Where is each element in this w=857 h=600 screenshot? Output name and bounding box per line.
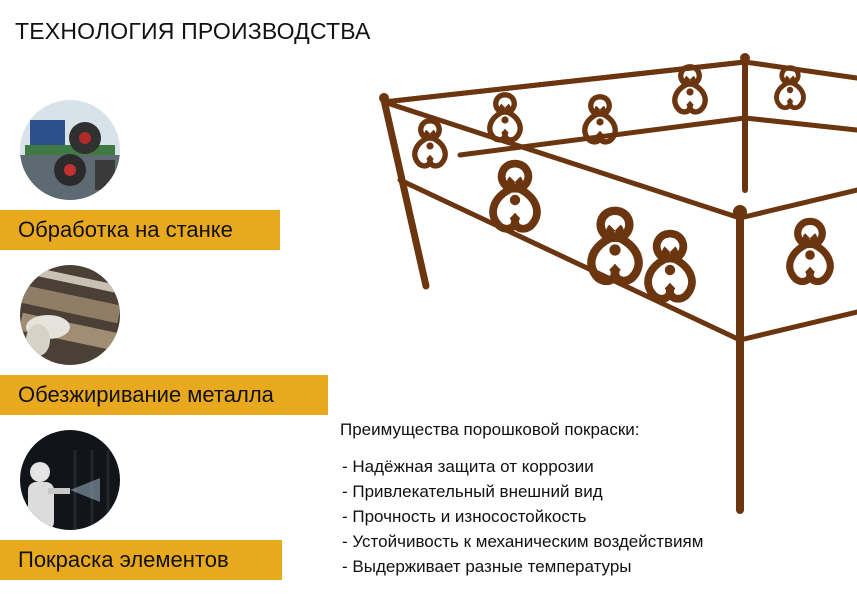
- benefit-item: - Привлекательный внешний вид: [342, 482, 603, 501]
- benefit-item: - Выдерживает разные температуры: [342, 557, 632, 576]
- benefit-item: - Прочность и износостойкость: [342, 507, 587, 526]
- page-title: ТЕХНОЛОГИЯ ПРОИЗВОДСТВА: [15, 18, 371, 44]
- benefit-item: - Устойчивость к механическим воздействи…: [342, 532, 704, 551]
- benefit-item: - Надёжная защита от коррозии: [342, 457, 594, 476]
- step-label-painting: Покраска элементов: [0, 540, 282, 580]
- benefits-block: Преимущества порошковой покраски: - Надё…: [340, 420, 840, 579]
- fence-illustration: [360, 50, 857, 520]
- step-label-machining: Обработка на станке: [0, 210, 280, 250]
- step-label-degreasing: Обезжиривание металла: [0, 375, 328, 415]
- painting-photo-icon: [20, 430, 120, 530]
- benefits-title: Преимущества порошковой покраски:: [340, 420, 640, 439]
- degreasing-photo-icon: [20, 265, 120, 365]
- benefits-list: - Надёжная защита от коррозии - Привлека…: [340, 454, 840, 579]
- machining-photo-icon: [20, 100, 120, 200]
